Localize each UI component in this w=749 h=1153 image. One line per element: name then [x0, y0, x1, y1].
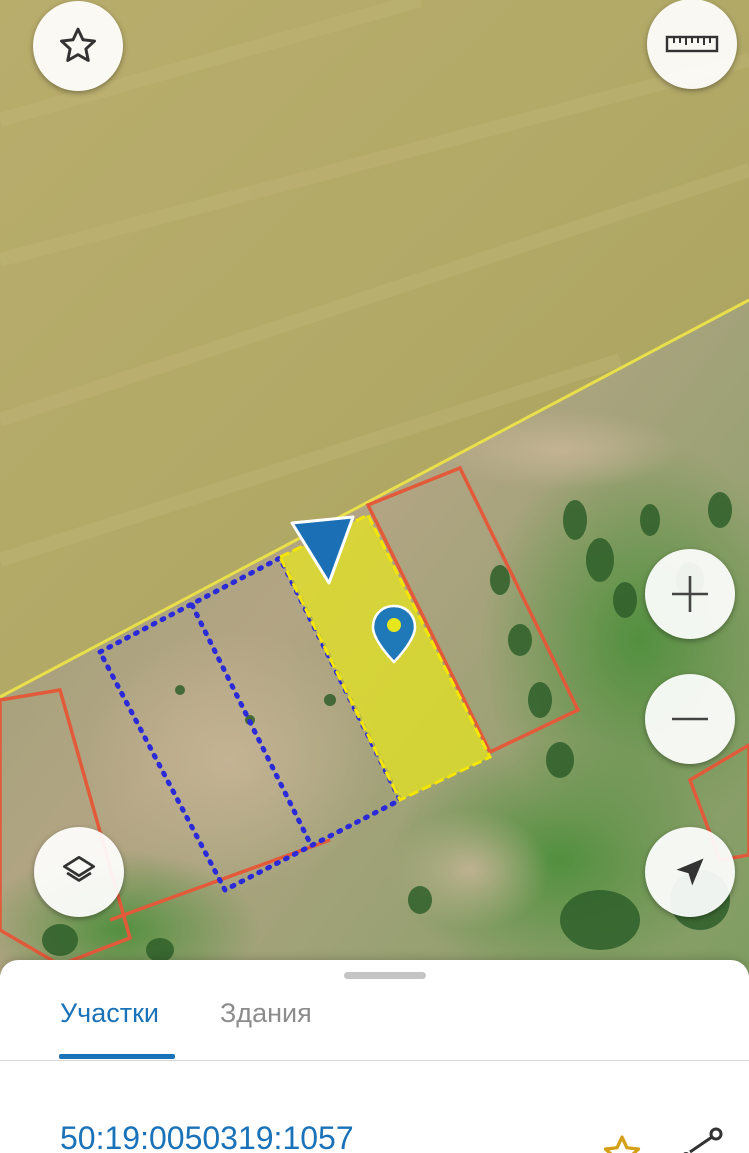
field-texture	[0, 0, 749, 567]
parcel-cadastral-number[interactable]: 50:19:0050319:1057	[60, 1120, 354, 1153]
active-tab-indicator	[59, 1054, 175, 1059]
minus-icon	[672, 717, 708, 721]
sheet-drag-handle[interactable]	[344, 972, 426, 979]
layers-button[interactable]	[34, 827, 124, 917]
route-icon	[683, 1127, 723, 1153]
parcel-favorite-button[interactable]	[600, 1132, 644, 1153]
tab-bar: Участки Здания	[0, 990, 749, 1061]
zoom-in-button[interactable]	[645, 549, 735, 639]
star-outline-icon	[60, 27, 96, 62]
bottom-sheet[interactable]: Участки Здания 50:19:0050319:1057	[0, 960, 749, 1153]
ruler-button[interactable]	[647, 0, 737, 89]
satellite-map[interactable]	[0, 0, 749, 975]
layers-icon	[62, 855, 96, 882]
tab-buildings[interactable]: Здания	[220, 998, 312, 1028]
dry-patch	[80, 630, 380, 890]
favorite-button[interactable]	[33, 1, 123, 91]
navigation-arrow-icon	[676, 858, 704, 886]
location-pin-icon[interactable]	[371, 604, 417, 664]
tab-parcels[interactable]: Участки	[60, 998, 159, 1028]
direction-arrow-icon	[290, 515, 355, 585]
plus-icon	[672, 576, 708, 612]
parcel-route-button[interactable]	[676, 1126, 724, 1153]
zoom-out-button[interactable]	[645, 674, 735, 764]
locate-button[interactable]	[645, 827, 735, 917]
map-view[interactable]	[0, 0, 749, 975]
ruler-icon	[665, 35, 719, 53]
field-boundary-line	[0, 298, 749, 699]
star-icon	[603, 1135, 641, 1153]
agricultural-field	[0, 0, 749, 697]
